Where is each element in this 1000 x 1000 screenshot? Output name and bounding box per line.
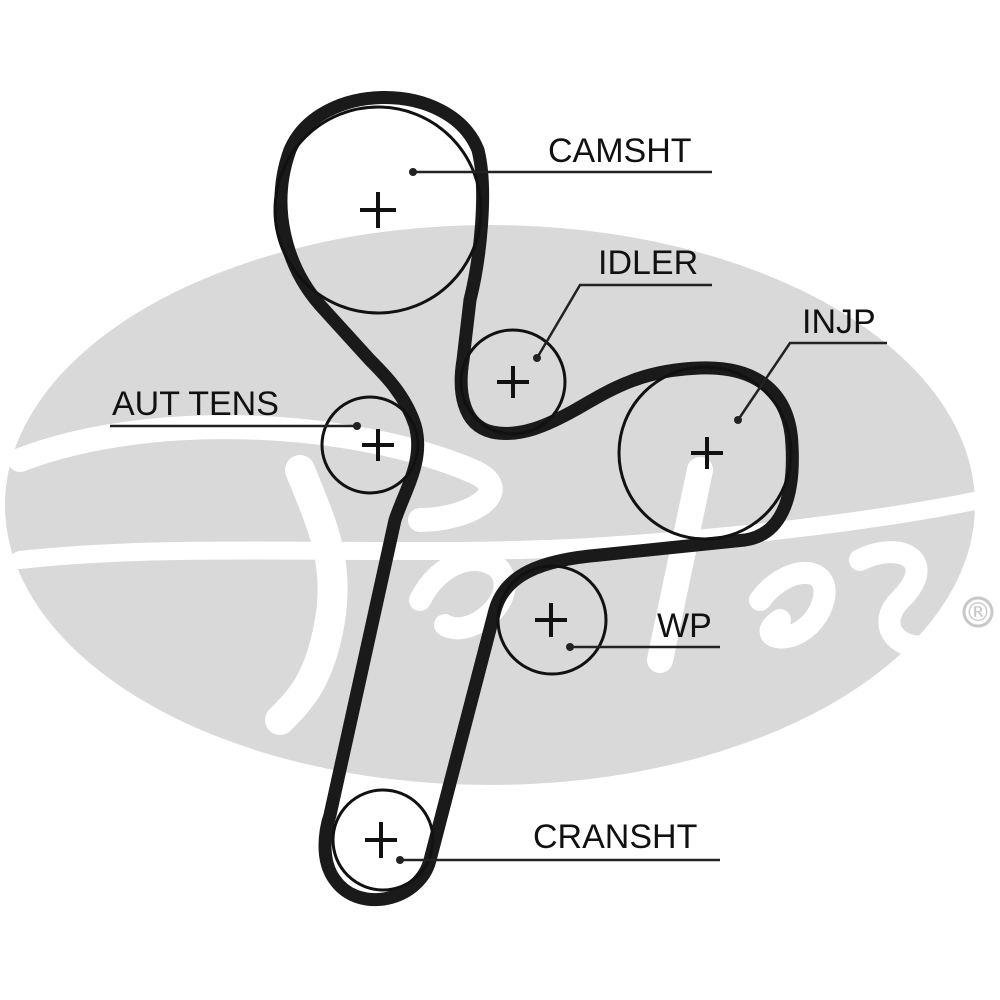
injection-pump-leader xyxy=(736,341,887,421)
crankshaft-center-mark xyxy=(365,822,397,858)
water-pump-label: WP xyxy=(657,607,712,645)
auto-tensioner-pulley xyxy=(320,395,420,495)
injection-pump-center-mark xyxy=(691,437,723,469)
watermark-script-lettering xyxy=(8,415,989,735)
water-pump-center-mark xyxy=(535,603,567,637)
idler-label: IDLER xyxy=(598,244,698,282)
injection-pump-label: INJP xyxy=(802,303,876,341)
auto-tensioner-label: AUT TENS xyxy=(112,385,279,423)
crankshaft-pulley xyxy=(331,788,435,892)
camshaft-label: CAMSHT xyxy=(548,132,692,170)
registered-mark-text: ® xyxy=(965,598,991,628)
camshaft-center-mark xyxy=(360,192,396,228)
injection-pump-pulley xyxy=(617,365,793,541)
idler-center-mark xyxy=(497,366,529,398)
auto-tensioner-center-mark xyxy=(362,429,394,461)
idler-pulley xyxy=(459,328,567,436)
crankshaft-label: CRANSHT xyxy=(533,818,697,856)
leader-lines xyxy=(110,168,887,864)
camshaft-pulley xyxy=(273,105,483,315)
registered-mark: ® xyxy=(962,596,994,628)
idler-leader xyxy=(535,283,712,359)
water-pump-pulley xyxy=(496,564,608,676)
